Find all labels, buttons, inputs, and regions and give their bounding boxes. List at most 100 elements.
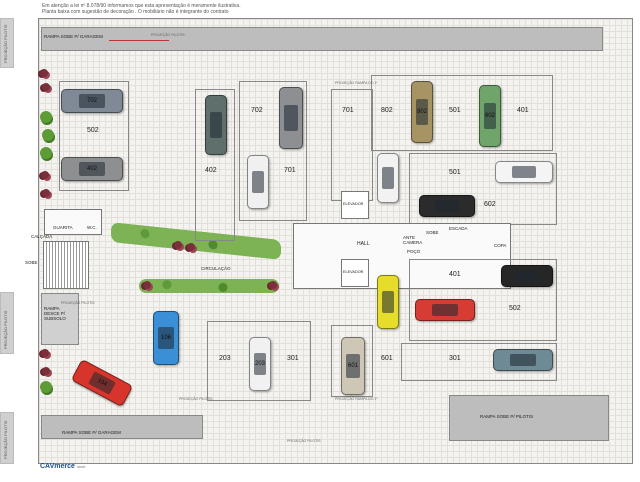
ramp-bottom-left-label: RAMPA SOBE P/ GARAGEM bbox=[62, 430, 121, 435]
car-106: 106 bbox=[153, 311, 179, 365]
car-402: 402 bbox=[61, 157, 123, 181]
sobe-label: SOBE bbox=[25, 260, 38, 265]
car-402-mid bbox=[205, 95, 227, 155]
car-601-label: 601 bbox=[347, 363, 358, 369]
parking-block-left bbox=[59, 81, 129, 191]
car-black-602 bbox=[419, 195, 475, 217]
parking-block-402 bbox=[195, 89, 235, 241]
fern-plant bbox=[42, 129, 54, 141]
flower-bed bbox=[41, 171, 49, 179]
elevator-top-label: ELEVADOR bbox=[343, 202, 364, 206]
ramp-descent: RAMPA DESCE P/ SUBSOLO bbox=[41, 293, 79, 345]
calcada-label: CALÇADA bbox=[31, 234, 53, 239]
car-red-502 bbox=[415, 299, 475, 321]
spot-402-mid: 402 bbox=[205, 167, 217, 174]
disclaimer-notes: Em atenção a lei nº 8.078/90 informamos … bbox=[42, 3, 241, 15]
car-203: 203 bbox=[249, 337, 271, 391]
projection-label-a: PROJEÇÃO PILOTIS bbox=[151, 33, 185, 37]
parking-block-701 bbox=[331, 89, 373, 201]
flower-bed bbox=[269, 281, 277, 289]
spot-301-right: 301 bbox=[449, 355, 461, 362]
car-602-label: 602 bbox=[484, 113, 495, 119]
ramp-top-label: RAMPA SOBE P/ GARAGEM bbox=[44, 34, 103, 39]
car-white-501 bbox=[495, 161, 553, 183]
ante-camera-label: ANTE CAMERA bbox=[403, 235, 423, 245]
ramp-bottom-right: RAMPA SOBE P/ PILOTIS bbox=[449, 395, 609, 441]
guard-house: GUARITA W.C. bbox=[44, 209, 102, 235]
floor-plan: RAMPA SOBE P/ GARAGEM RAMPA SOBE P/ GARA… bbox=[25, 18, 633, 464]
car-yellow-601 bbox=[377, 275, 399, 329]
car-702-label: 702 bbox=[86, 98, 97, 104]
elevator-bottom: ELEVADOR bbox=[341, 259, 369, 287]
side-label-middle: PROJEÇÃO PILOTIS bbox=[3, 310, 8, 349]
spot-301-bottom: 301 bbox=[287, 355, 299, 362]
ramp-top: RAMPA SOBE P/ GARAGEM bbox=[41, 27, 603, 51]
spot-702: 702 bbox=[251, 107, 263, 114]
spot-401-right: 401 bbox=[449, 271, 461, 278]
car-402-label: 402 bbox=[86, 166, 97, 172]
spot-701-b: 701 bbox=[342, 107, 354, 114]
flower-bed bbox=[143, 281, 151, 289]
car-802-label: 802 bbox=[416, 109, 427, 115]
ramp-top-arrow bbox=[109, 40, 169, 41]
parking-block-top-right bbox=[371, 75, 553, 151]
spot-401-top: 401 bbox=[517, 107, 529, 114]
flower-bed bbox=[42, 83, 50, 91]
wc-label: W.C. bbox=[87, 225, 97, 230]
car-white-702 bbox=[247, 155, 269, 209]
car-701-silver bbox=[279, 87, 303, 149]
spot-602: 602 bbox=[484, 201, 496, 208]
stair-sobe-label: SOBE bbox=[426, 230, 439, 235]
spot-501-top: 501 bbox=[449, 107, 461, 114]
parking-block-401-502 bbox=[409, 259, 557, 341]
parking-block-203-301 bbox=[207, 321, 311, 401]
car-802: 802 bbox=[411, 81, 433, 143]
brand-sub: imob bbox=[76, 464, 86, 469]
guarita-label: GUARITA bbox=[53, 225, 73, 230]
projection-label-e: PROJEÇÃO RAMPA DO 1º bbox=[335, 397, 378, 401]
spot-203: 203 bbox=[219, 355, 231, 362]
car-104-label: 104 bbox=[96, 377, 108, 388]
entry-stairs bbox=[43, 241, 89, 289]
spot-802: 802 bbox=[381, 107, 393, 114]
ramp-descent-label: RAMPA DESCE P/ SUBSOLO bbox=[44, 306, 66, 321]
flower-bed bbox=[41, 349, 49, 357]
copa-label: COPA bbox=[494, 243, 507, 248]
car-106-label: 106 bbox=[160, 335, 171, 341]
projection-label-c: PROJEÇÃO PILOTIS bbox=[61, 301, 95, 305]
fern-plant bbox=[40, 147, 52, 159]
car-203-label: 203 bbox=[254, 361, 265, 367]
fern-plant bbox=[40, 111, 52, 123]
car-601: 601 bbox=[341, 337, 365, 395]
side-strip-top: PROJEÇÃO PILOTIS bbox=[0, 18, 14, 68]
projection-label-f: PROJEÇÃO PILOTIS bbox=[287, 439, 321, 443]
car-301-right bbox=[493, 349, 553, 371]
car-104: 104 bbox=[70, 358, 134, 408]
parking-block-702-701 bbox=[239, 81, 307, 221]
circulacao-label: CIRCULAÇÃO bbox=[201, 266, 231, 271]
ramp-bottom-left: RAMPA SOBE P/ GARAGEM bbox=[41, 415, 203, 439]
disclaimer-line-1: Em atenção a lei nº 8.078/90 informamos … bbox=[42, 3, 241, 9]
fern-plant bbox=[40, 381, 52, 393]
flower-bed bbox=[42, 189, 50, 197]
parking-block-601 bbox=[331, 325, 373, 397]
car-702: 702 bbox=[61, 89, 123, 113]
car-white-802 bbox=[377, 153, 399, 203]
flower-bed bbox=[174, 241, 182, 249]
spot-502-right: 502 bbox=[509, 305, 521, 312]
elevator-top: ELEVADOR bbox=[341, 191, 369, 219]
side-label-top: PROJEÇÃO PILOTIS bbox=[3, 24, 8, 63]
flower-bed bbox=[187, 243, 195, 251]
car-602-green: 602 bbox=[479, 85, 501, 147]
escada-label: ESCADA bbox=[449, 226, 468, 231]
hedge-lower bbox=[139, 279, 279, 293]
parking-block-301-right bbox=[401, 343, 557, 381]
car-black-401 bbox=[501, 265, 553, 287]
hall-core bbox=[293, 223, 511, 289]
flower-bed bbox=[42, 367, 50, 375]
disclaimer-line-2: Planta baixa com sugestão de decoração .… bbox=[42, 9, 229, 15]
side-strip-middle: PROJEÇÃO PILOTIS bbox=[0, 292, 14, 354]
spot-502-left: 502 bbox=[87, 127, 99, 134]
hall-label: HALL bbox=[357, 241, 370, 247]
brand-logo: CAVmerce imob bbox=[40, 463, 86, 470]
